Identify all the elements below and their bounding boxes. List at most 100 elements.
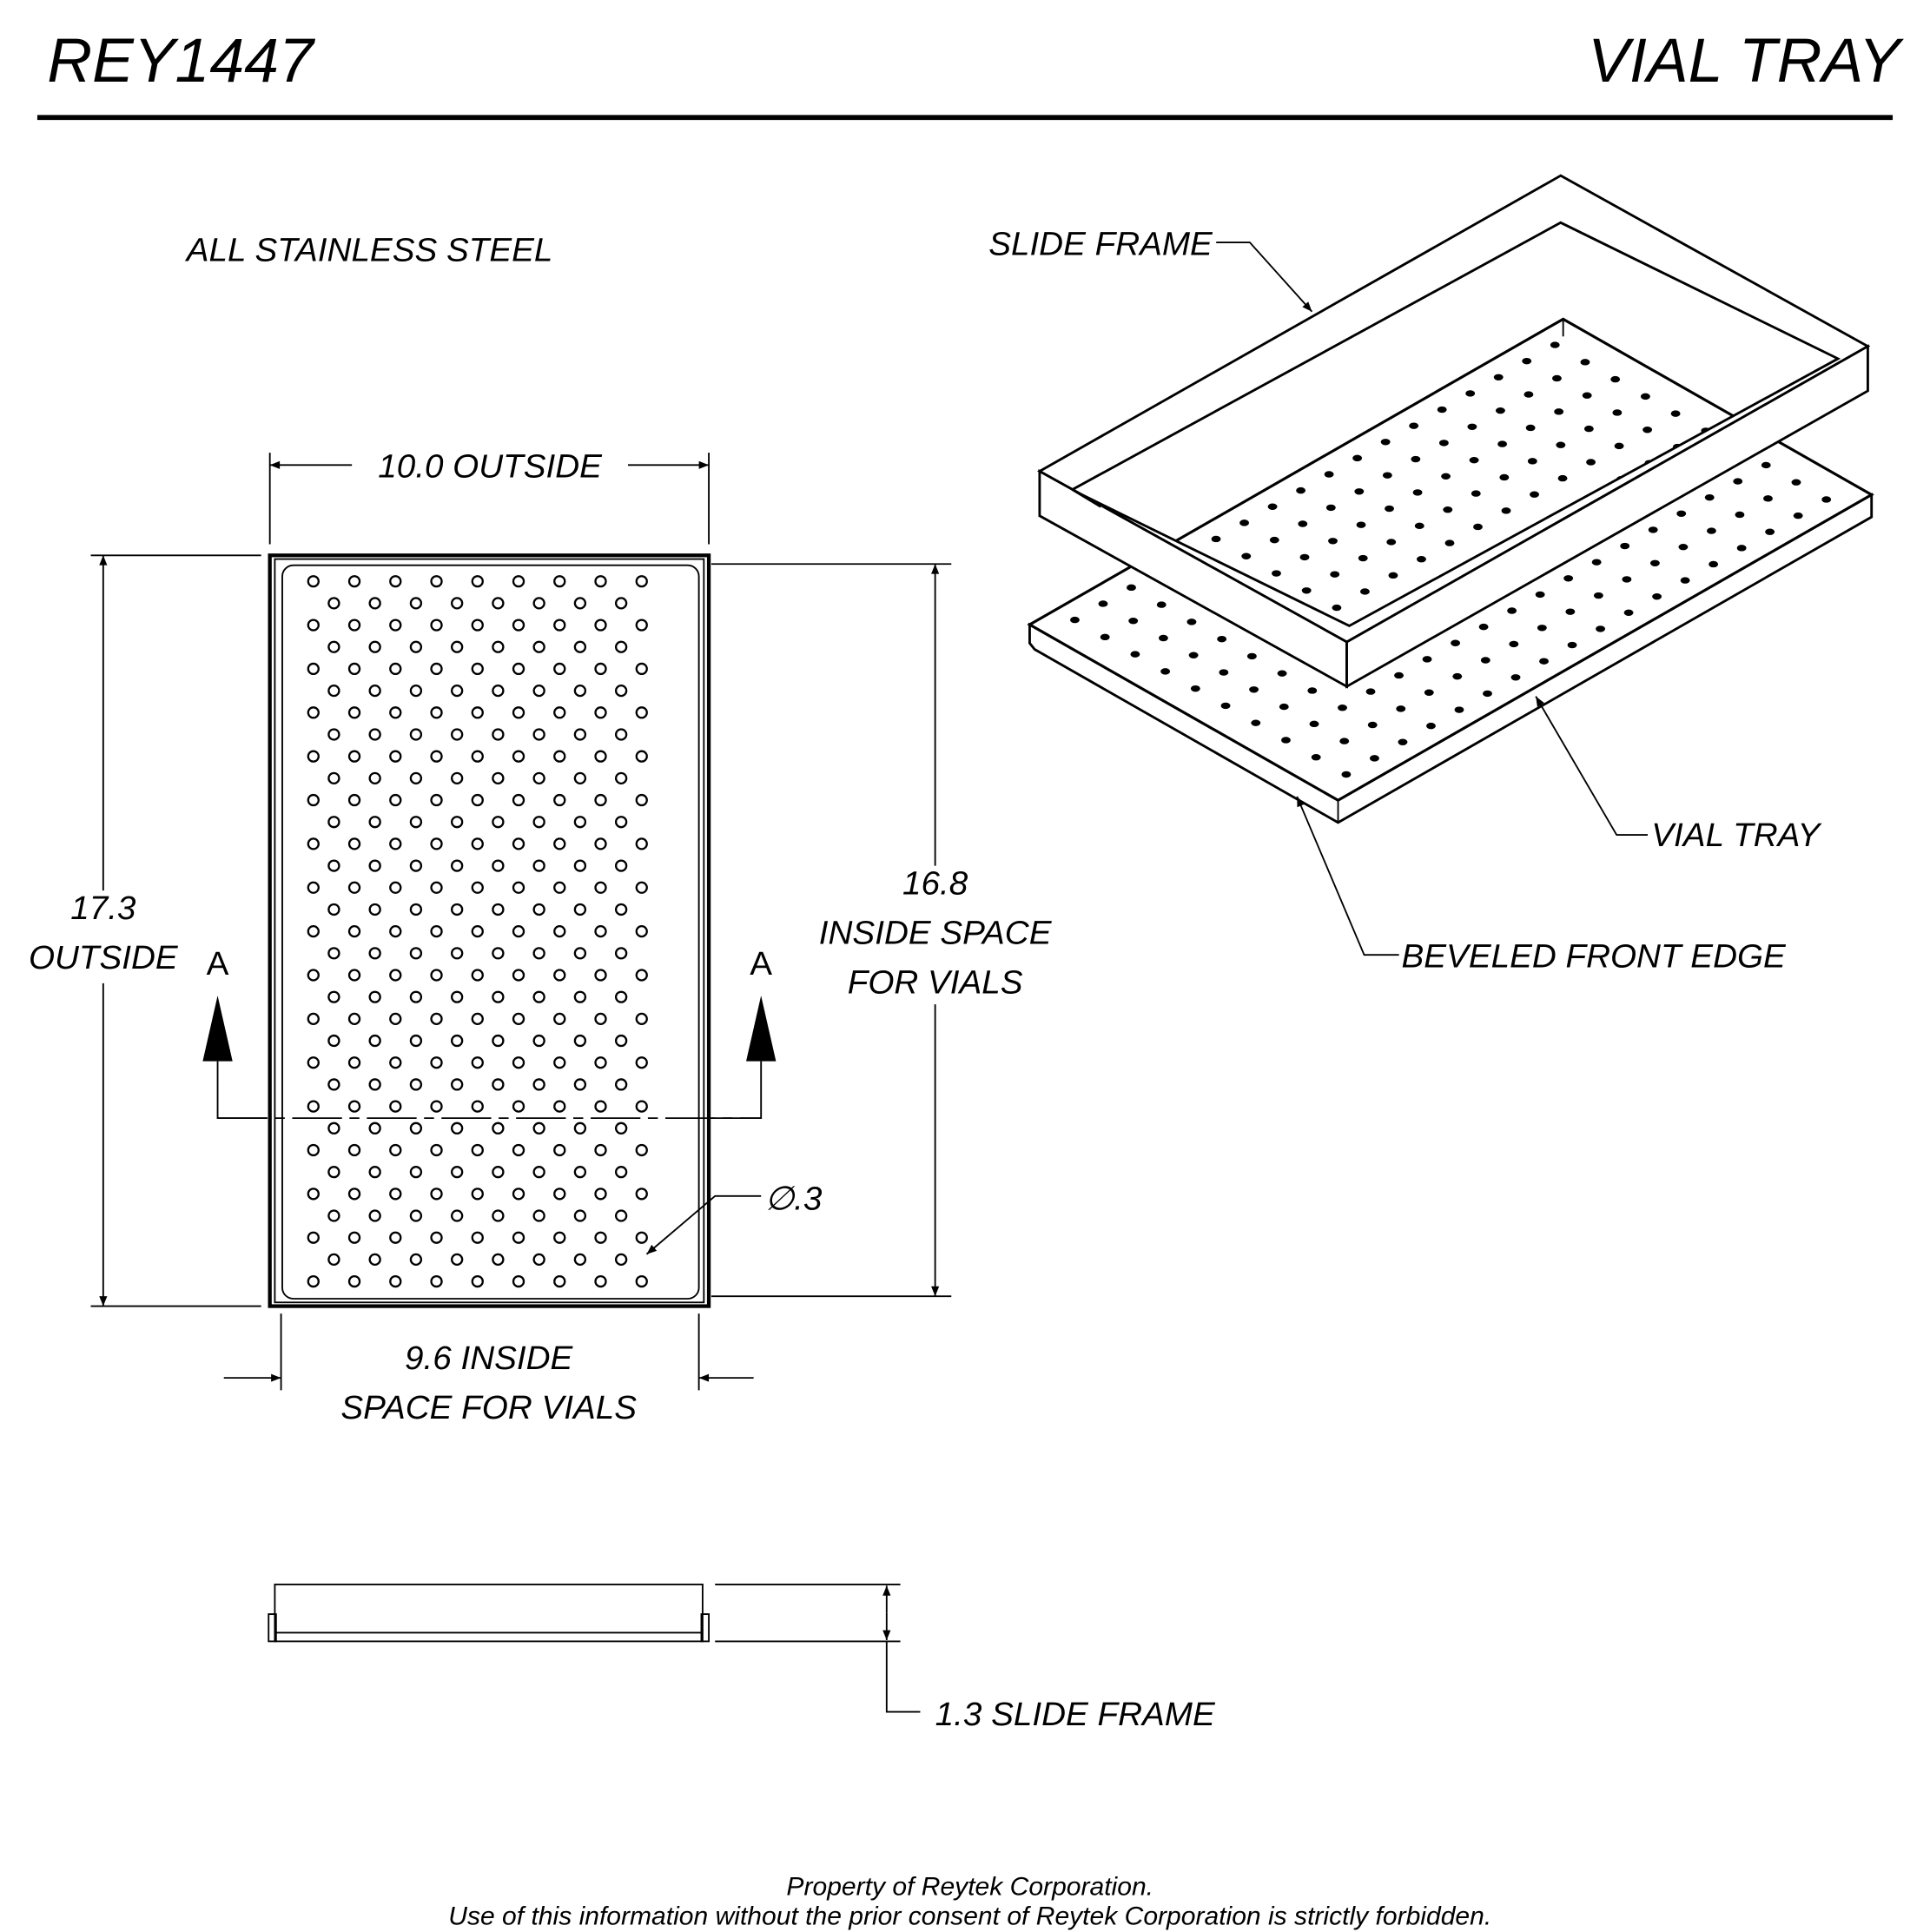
iso-hole [1424,689,1434,696]
hole-diameter-callout: ∅.3 [764,1181,822,1218]
hole [430,1274,443,1288]
iso-hole [1158,634,1168,642]
iso-hole [1328,538,1338,545]
side-height-dim: 1.3 SLIDE FRAME [935,1696,1216,1733]
hole [368,816,381,829]
drawing-title: VIAL TRAY [1588,26,1904,96]
iso-hole [1444,539,1455,546]
iso-hole [1296,486,1306,494]
hole [573,1209,587,1222]
hole [553,1143,566,1157]
iso-hole [1325,504,1336,512]
hole [327,1078,340,1091]
tray-outline-mid [274,558,705,1304]
hole [492,1166,505,1179]
hole [389,1012,402,1025]
iso-hole [1761,461,1771,469]
hole [614,1121,628,1135]
hole [307,750,320,763]
hole [409,1209,423,1222]
hole [635,1143,648,1157]
hole [492,771,505,784]
iso-hole [1451,639,1461,646]
hole [471,1012,484,1025]
hole [409,859,423,872]
hole [450,859,464,872]
hole [553,881,566,894]
section-arrow-left [202,996,233,1062]
hole [532,1166,545,1179]
iso-hole [1251,719,1261,726]
callout-beveled-edge: BEVELED FRONT EDGE [1402,938,1788,976]
hole [450,1253,464,1267]
hole [450,816,464,829]
hole [450,728,464,741]
hole [532,1209,545,1222]
hole [573,771,587,784]
hole [368,1166,381,1179]
iso-hole [1385,505,1394,513]
hole [430,662,443,676]
hole [307,1012,320,1025]
hole [430,619,443,632]
hole [614,597,628,610]
iso-hole [1298,520,1308,527]
hole [368,1209,381,1222]
iso-hole [1473,523,1483,531]
iso-hole [1359,588,1370,595]
hole [614,640,628,653]
hole [409,947,423,960]
hole [368,728,381,741]
callout-vial-tray: VIAL TRAY [1651,817,1822,854]
iso-hole [1678,543,1689,551]
hole [347,793,361,807]
side-view: 1.3 SLIDE FRAME [268,1583,1216,1733]
hole [492,1078,505,1091]
hole [635,881,648,894]
iso-hole [1130,651,1140,658]
iso-hole [1246,652,1257,660]
hole [614,816,628,829]
hole [307,1100,320,1113]
iso-hole [1412,489,1423,496]
iso-hole [1190,685,1200,692]
hole [368,1253,381,1267]
hole [553,750,566,763]
hole [450,771,464,784]
hole [512,793,525,807]
iso-hole [1596,625,1606,632]
hole [512,1056,525,1069]
hole [430,1143,443,1157]
hole [409,1121,423,1135]
hole [327,1121,340,1135]
iso-hole [1219,669,1229,676]
iso-hole [1567,641,1577,649]
iso-hole [1127,584,1136,592]
iso-hole [1272,570,1281,577]
hole [594,925,607,938]
hole [512,1100,525,1113]
hole [573,684,587,698]
hole [368,1034,381,1048]
hole [512,1188,525,1201]
hole [532,816,545,829]
hole [532,990,545,1003]
hole [614,1034,628,1048]
iso-hole [1369,755,1379,762]
iso-hole [1670,410,1681,417]
hole [471,837,484,850]
iso-hole [1493,374,1504,380]
hole [532,947,545,960]
hole [389,1143,402,1157]
hole [327,990,340,1003]
iso-hole [1614,442,1624,450]
hole [450,597,464,610]
iso-hole [1465,390,1476,397]
iso-hole [1441,473,1451,480]
iso-hole [1239,519,1250,526]
iso-hole [1499,473,1510,481]
hole [389,575,402,588]
hole [471,750,484,763]
iso-hole [1100,633,1110,641]
hole [594,662,607,676]
